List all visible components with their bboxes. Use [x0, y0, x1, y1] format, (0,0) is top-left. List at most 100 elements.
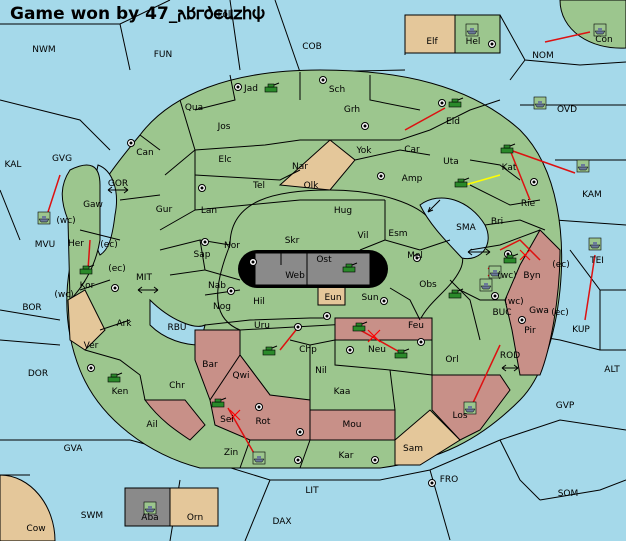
territory-label-eld[interactable]: Eld	[446, 117, 460, 127]
territory-label-kar[interactable]: Kar	[339, 451, 354, 461]
army-unit[interactable]	[211, 397, 227, 408]
territory-label-web[interactable]: Web	[285, 271, 305, 281]
territory-label-rie[interactable]: Rie	[521, 199, 536, 209]
army-unit[interactable]	[454, 177, 470, 188]
territory-label-hug[interactable]: Hug	[334, 206, 352, 216]
territory-label-qua[interactable]: Qua	[185, 103, 203, 113]
territory-label-elf[interactable]: Elf	[426, 37, 438, 47]
territory-label-uru[interactable]: Uru	[254, 321, 270, 331]
territory-label-sun[interactable]: Sun	[361, 293, 378, 303]
territory-label-orl[interactable]: Orl	[445, 355, 458, 365]
territory-label-ail[interactable]: Ail	[146, 420, 157, 430]
army-unit[interactable]	[107, 372, 123, 383]
territory-label-som[interactable]: SOM	[558, 489, 579, 499]
territory-label-swm[interactable]: SWM	[81, 511, 103, 521]
territory-label-hel[interactable]: Hel	[466, 37, 481, 47]
territory-label-kam[interactable]: KAM	[582, 190, 602, 200]
army-unit[interactable]	[394, 348, 410, 359]
territory-label-eun[interactable]: Eun	[324, 293, 341, 303]
territory-label-tei[interactable]: TEI	[589, 256, 604, 266]
territory-label-gaw[interactable]: Gaw	[83, 200, 103, 210]
army-unit[interactable]	[342, 262, 358, 273]
territory-label-dor[interactable]: DOR	[28, 369, 48, 379]
territory-label-nor[interactable]: Nor	[224, 241, 240, 251]
territory-label-rod[interactable]: ROD	[500, 351, 520, 361]
territory-label-fun[interactable]: FUN	[154, 50, 173, 60]
territory-label-grh[interactable]: Grh	[344, 105, 360, 115]
territory-label-car[interactable]: Car	[404, 145, 420, 155]
territory-label-bor[interactable]: BOR	[22, 303, 41, 313]
fleet-unit[interactable]	[479, 278, 493, 292]
army-unit[interactable]	[448, 97, 464, 108]
territory-label-gwa[interactable]: Gwa	[529, 306, 549, 316]
territory-label-alt[interactable]: ALT	[604, 365, 620, 375]
army-unit[interactable]	[448, 288, 464, 299]
fleet-unit[interactable]	[252, 451, 266, 465]
territory-label-orn[interactable]: Orn	[187, 513, 203, 523]
territory-label-cow[interactable]: Cow	[26, 524, 45, 534]
territory-label-can[interactable]: Can	[136, 148, 154, 158]
territory-label-esm[interactable]: Esm	[388, 229, 407, 239]
territory-label-fol[interactable]: Fol	[218, 10, 231, 20]
territory-label-her[interactable]: Her	[68, 239, 84, 249]
territory-label-tel[interactable]: Tel	[252, 181, 265, 191]
territory-label-byn[interactable]: Byn	[523, 271, 540, 281]
territory-label-lit[interactable]: LIT	[305, 486, 319, 496]
army-unit[interactable]	[503, 253, 519, 264]
fleet-unit[interactable]	[463, 401, 477, 415]
territory-label-hil[interactable]: Hil	[253, 297, 265, 307]
fleet-unit[interactable]	[588, 237, 602, 251]
territory-label-qwi[interactable]: Qwi	[233, 371, 250, 381]
territory-label-nar[interactable]: Nar	[292, 162, 308, 172]
territory-label-gur[interactable]: Gur	[156, 205, 173, 215]
territory-label-dax[interactable]: DAX	[272, 517, 291, 527]
territory-label-sei[interactable]: Sei	[220, 415, 234, 425]
territory-label-nog[interactable]: Nog	[213, 302, 231, 312]
army-unit[interactable]	[262, 345, 278, 356]
territory-label-sam[interactable]: Sam	[403, 444, 423, 454]
territory-label-uta[interactable]: Uta	[443, 157, 459, 167]
territory-label-ovd[interactable]: OVD	[557, 105, 577, 115]
territory-label-vil[interactable]: Vil	[358, 231, 369, 241]
territory-label-fro[interactable]: FRO	[440, 475, 459, 485]
territory-label-sap[interactable]: Sap	[194, 250, 211, 260]
army-unit[interactable]	[264, 82, 280, 93]
territory-label-bar[interactable]: Bar	[202, 360, 218, 370]
territory-label-kal[interactable]: KAL	[5, 160, 22, 170]
territory-label-mel[interactable]: Mel	[407, 251, 423, 261]
territory-label-yok[interactable]: Yok	[355, 146, 372, 156]
territory-label-olk[interactable]: Olk	[304, 181, 320, 191]
territory-label-mou[interactable]: Mou	[343, 420, 362, 430]
territory-label-kor[interactable]: Kor	[80, 281, 95, 291]
territory-label-ark[interactable]: Ark	[116, 319, 132, 329]
territory-label-gva[interactable]: GVA	[64, 444, 84, 454]
territory-label-feu[interactable]: Feu	[408, 321, 424, 331]
territory-label-mit[interactable]: MIT	[136, 273, 152, 283]
territory-label-chr[interactable]: Chr	[169, 381, 185, 391]
territory-label-bri[interactable]: Bri	[491, 217, 503, 227]
territory-label-kup[interactable]: KUP	[572, 325, 590, 335]
territory-label-con[interactable]: Con	[595, 35, 613, 45]
territory-label-kaa[interactable]: Kaa	[334, 387, 351, 397]
territory-label-nom[interactable]: NOM	[532, 51, 554, 61]
territory-label-pir[interactable]: Pir	[524, 326, 536, 336]
fleet-unit[interactable]	[576, 159, 590, 173]
territory-label-lan[interactable]: Lan	[201, 206, 217, 216]
territory-label-cob[interactable]: COB	[302, 42, 322, 52]
fleet-unit[interactable]	[37, 211, 51, 225]
fleet-unit[interactable]	[488, 265, 502, 279]
territory-label-rbu[interactable]: RBU	[167, 323, 186, 333]
territory-label-skr[interactable]: Skr	[285, 236, 300, 246]
territory-label-neu[interactable]: Neu	[368, 345, 386, 355]
territory-label-amp[interactable]: Amp	[402, 174, 423, 184]
territory-label-jad[interactable]: Jad	[243, 84, 258, 94]
territory-label-elc[interactable]: Elc	[218, 155, 231, 165]
territory-label-nil[interactable]: Nil	[315, 366, 327, 376]
territory-label-kat[interactable]: Kat	[502, 163, 517, 173]
territory-label-gvg[interactable]: GVG	[52, 154, 72, 164]
territory-label-ver[interactable]: Ver	[84, 341, 99, 351]
territory-label-ost[interactable]: Ost	[316, 255, 332, 265]
territory-label-los[interactable]: Los	[452, 411, 467, 421]
territory-label-buc[interactable]: BUC	[492, 308, 511, 318]
territory-label-sch[interactable]: Sch	[329, 85, 345, 95]
